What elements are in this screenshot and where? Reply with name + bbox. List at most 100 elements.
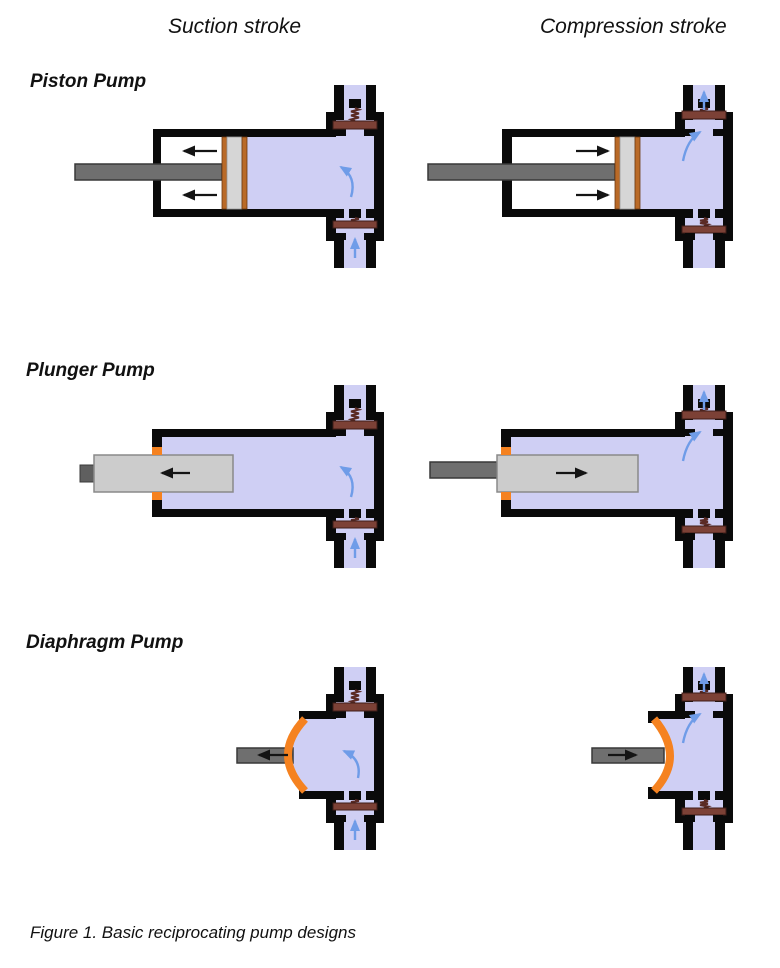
piston-rod (427, 163, 616, 181)
inlet-valve-closed (681, 509, 727, 540)
valve-spring (347, 689, 363, 704)
valve-spring (347, 407, 363, 422)
valve-seat (713, 129, 723, 136)
valve-stem (349, 99, 361, 108)
valve-stem (349, 681, 361, 690)
column-header-suction: Suction stroke (168, 15, 302, 38)
piston-ring (614, 136, 621, 210)
piston-assembly (74, 136, 248, 210)
diagram-piston-compression (427, 85, 733, 268)
inlet-valve-closed (681, 791, 727, 822)
diagram-plunger-compression (429, 385, 733, 568)
valve-seat (713, 711, 723, 718)
valve-seat (685, 815, 695, 822)
outlet-valve-closed (332, 399, 378, 436)
valve-disc (332, 420, 378, 430)
diaphragm (650, 716, 674, 794)
diagram-piston-suction (74, 85, 384, 268)
valve-stem (698, 509, 710, 518)
valve-seat (713, 233, 723, 240)
valve-seat (364, 815, 374, 822)
valve-stem (349, 791, 361, 800)
diaphragm-clamp (299, 787, 308, 799)
valve-spring (699, 217, 712, 227)
packing-seal (152, 447, 162, 455)
valve-seat (364, 429, 374, 436)
valve-disc (681, 225, 727, 234)
valve-stem (349, 209, 361, 218)
valve-seat (364, 711, 374, 718)
diagram-diaphragm-suction (236, 667, 384, 850)
inlet-valve-open (332, 791, 378, 822)
valve-disc (332, 520, 378, 529)
valve-seat (713, 429, 723, 436)
valve-stem (698, 209, 710, 218)
piston-assembly (427, 136, 641, 210)
packing-seal (501, 492, 511, 500)
chamber-flow-arrow (681, 130, 702, 162)
valve-spring (699, 799, 712, 809)
diaphragm-clamp (648, 711, 657, 723)
valve-spring (699, 517, 712, 527)
inlet-valve-open (332, 509, 378, 540)
plunger-assembly (79, 447, 234, 500)
outlet-valve-closed (332, 681, 378, 718)
valve-seat (336, 533, 346, 540)
diagram-plunger-suction (79, 385, 384, 568)
valve-disc (681, 692, 727, 702)
packing-seal (152, 492, 162, 500)
column-header-compression: Compression stroke (540, 15, 727, 38)
valve-disc (681, 525, 727, 534)
piston-ring (634, 136, 641, 210)
valve-seat (364, 129, 374, 136)
valve-disc (681, 807, 727, 816)
valve-seat (336, 815, 346, 822)
valve-seat (685, 533, 695, 540)
valve-disc (681, 110, 727, 120)
chamber-flow-arrow (681, 712, 702, 744)
valve-spring (347, 107, 363, 122)
piston-rod (74, 163, 223, 181)
valve-seat (336, 711, 346, 718)
valve-seat (713, 533, 723, 540)
valve-stem (349, 509, 361, 518)
valve-disc (681, 410, 727, 420)
valve-seat (336, 233, 346, 240)
outlet-valve-closed (332, 99, 378, 136)
row-label-diaphragm-pump: Diaphragm Pump (26, 632, 184, 653)
plunger-rod (429, 461, 498, 479)
valve-disc (332, 702, 378, 712)
chamber-flow-arrow (681, 430, 702, 462)
piston-ring (221, 136, 228, 210)
valve-seat (336, 429, 346, 436)
chamber-flow-arrow (339, 465, 354, 498)
packing-seal (501, 447, 511, 455)
inlet-valve-open (332, 209, 378, 240)
piston-ring (241, 136, 248, 210)
piston (619, 136, 636, 210)
row-label-plunger-pump: Plunger Pump (26, 360, 155, 381)
inlet-valve-closed (681, 209, 727, 240)
valve-stem (698, 791, 710, 800)
valve-seat (685, 129, 695, 136)
row-label-piston-pump: Piston Pump (30, 71, 147, 92)
valve-seat (364, 533, 374, 540)
valve-seat (685, 429, 695, 436)
chamber-flow-arrow (342, 749, 360, 779)
valve-seat (713, 815, 723, 822)
diaphragm-clamp (299, 711, 308, 723)
plunger-assembly (429, 447, 639, 500)
chamber-flow-arrow (339, 165, 354, 198)
valve-seat (685, 233, 695, 240)
valve-seat (364, 233, 374, 240)
valve-disc (332, 220, 378, 229)
plunger-rod-end (79, 464, 95, 483)
diaphragm-clamp (648, 787, 657, 799)
valve-disc (332, 802, 378, 811)
valve-stem (349, 399, 361, 408)
piston (226, 136, 243, 210)
figure-caption: Figure 1. Basic reciprocating pump desig… (30, 923, 356, 942)
valve-seat (685, 711, 695, 718)
valve-disc (332, 120, 378, 130)
diagram-diaphragm-compression (591, 667, 733, 850)
